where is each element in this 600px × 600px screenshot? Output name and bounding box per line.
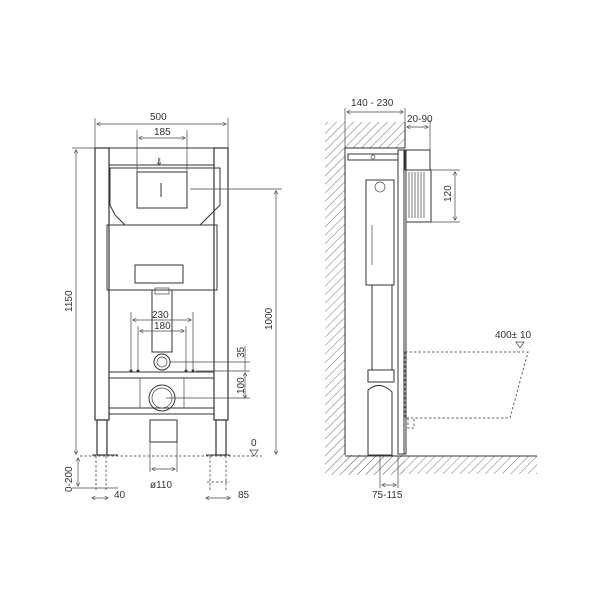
dim-wall-depth: 140 - 230 xyxy=(351,98,394,109)
dim-outlet-offset: 100 xyxy=(236,377,247,394)
front-view: ⇓ xyxy=(64,112,282,501)
dim-bolt-inner: 180 xyxy=(154,321,171,332)
flush-plate xyxy=(136,171,188,209)
dim-flush-plate-width: 185 xyxy=(154,127,171,138)
dim-seat-height: 400± 10 xyxy=(495,330,532,341)
dim-bolt-outer: 230 xyxy=(152,310,169,321)
side-view: 140 - 230 20-90 120 400± 10 75-115 xyxy=(325,98,537,501)
flush-arrow-icon: ⇓ xyxy=(155,157,163,168)
dim-leg-adjust: 0-200 xyxy=(64,466,75,492)
toilet-bowl-outline xyxy=(404,351,529,419)
dim-foot-left: 40 xyxy=(114,490,126,501)
dim-drain-diameter: ø110 xyxy=(150,480,172,491)
flush-actuator xyxy=(405,169,432,223)
cistern-top xyxy=(109,167,221,226)
level-marker-icon xyxy=(249,449,259,457)
waste-pipe-side xyxy=(367,385,393,456)
dim-foot-right: 85 xyxy=(238,490,250,501)
water-inlet xyxy=(153,353,171,371)
dim-flush-height: 120 xyxy=(443,185,454,202)
frame-panel xyxy=(397,149,405,455)
dim-plate-depth: 20-90 xyxy=(407,114,433,125)
cistern-side xyxy=(365,179,395,286)
cistern-body xyxy=(106,224,218,291)
floor-section xyxy=(345,456,537,474)
dim-inlet-offset: 35 xyxy=(236,346,247,358)
dim-total-height: 1150 xyxy=(64,290,75,312)
dim-frame-width: 500 xyxy=(150,112,167,123)
wall-section xyxy=(325,122,405,475)
dim-drain-offset: 75-115 xyxy=(372,490,403,501)
floor-level-label: 0 xyxy=(251,438,257,449)
seat-level-marker-icon xyxy=(515,341,525,349)
dim-mount-height: 1000 xyxy=(264,307,275,330)
